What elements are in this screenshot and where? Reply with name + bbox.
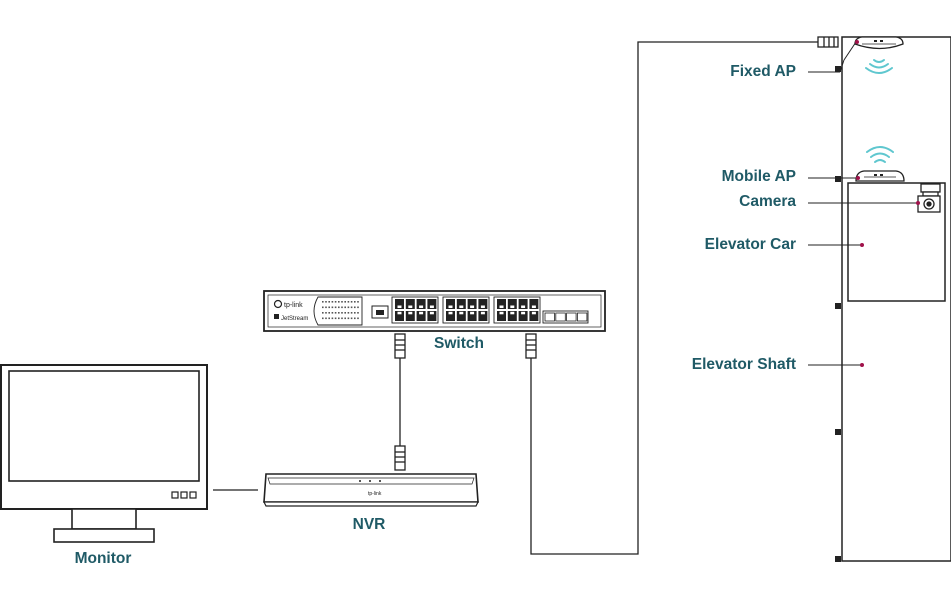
label-monitor: Monitor: [74, 550, 132, 567]
nvr-logo-text: tp-link: [368, 491, 382, 497]
label-switch: Switch: [434, 335, 484, 352]
switch-series-text: JetStream: [281, 316, 308, 322]
cable-switch-to-fixed-ap: [530, 41, 820, 555]
wifi-signal-down-icon: [865, 59, 893, 74]
label-nvr: NVR: [352, 516, 386, 533]
switch-port-bank-1: [391, 296, 439, 324]
rj45-connector-switch-ap: [525, 333, 537, 359]
marker-mobile-ap: [856, 176, 860, 180]
switch-sfp-ports: [542, 310, 589, 324]
marker-fixed-ap: [855, 40, 859, 44]
nvr-device: tp-link: [263, 473, 479, 507]
fixed-ap-device: [854, 36, 904, 50]
label-mobile-ap: Mobile AP: [721, 168, 796, 185]
switch-port-bank-3: [493, 296, 541, 324]
switch-device: tp-link JetStream: [263, 290, 606, 332]
mobile-ap-device: [855, 170, 905, 182]
marker-camera: [916, 201, 920, 205]
wifi-signal-up-icon: [866, 146, 894, 163]
rj45-connector-switch-nvr-top: [394, 333, 406, 359]
switch-port-bank-2: [442, 296, 490, 324]
marker-elevator-shaft: [860, 363, 864, 367]
label-camera: Camera: [739, 193, 796, 210]
label-elevator-shaft: Elevator Shaft: [691, 356, 796, 373]
camera-device: [917, 183, 941, 213]
switch-logo-text: tp-link: [284, 302, 303, 309]
monitor-device: [0, 364, 208, 543]
rj45-connector-fixed-ap: [817, 36, 839, 48]
marker-elevator-car: [860, 243, 864, 247]
label-elevator-car: Elevator Car: [704, 236, 796, 253]
label-fixed-ap: Fixed AP: [730, 63, 796, 80]
switch-led-panel: [322, 301, 359, 320]
rj45-connector-switch-nvr-bottom: [394, 445, 406, 471]
switch-port-banks: [391, 296, 541, 324]
